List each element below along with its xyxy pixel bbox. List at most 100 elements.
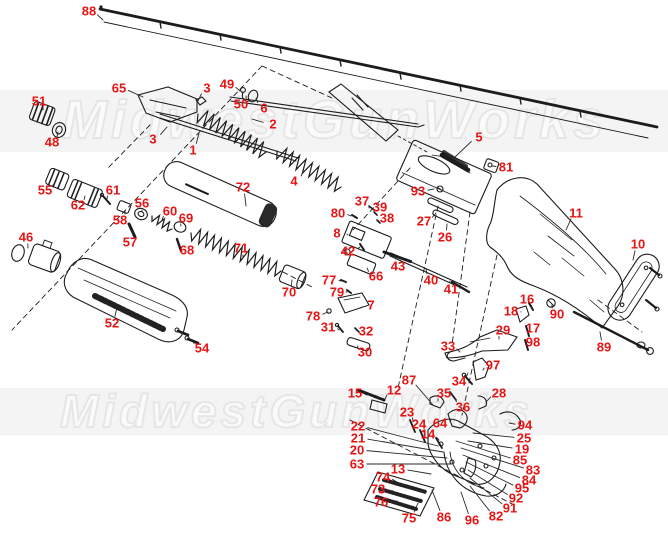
- leader-line-30: [356, 345, 359, 348]
- leader-line-4: [300, 171, 304, 177]
- leader-line-6: [255, 97, 259, 103]
- leader-line-80: [347, 214, 352, 217]
- leader-line-94: [508, 422, 516, 425]
- leader-line-81: [491, 165, 497, 167]
- trigger-guard-assembly: [356, 388, 522, 497]
- leader-line-3: [196, 93, 202, 104]
- leader-line-12: [384, 394, 388, 400]
- coil-springs: [151, 110, 342, 278]
- leader-line-22: [367, 427, 439, 447]
- leader-line-8: [346, 233, 349, 236]
- link-40-41: [389, 252, 471, 294]
- leader-line-88: [96, 14, 104, 21]
- leader-line-83: [460, 447, 524, 469]
- screw-61: [99, 192, 111, 205]
- leader-line-48: [56, 131, 59, 137]
- leader-line-73: [387, 489, 394, 492]
- leader-line-95: [465, 461, 514, 486]
- pin-68: [175, 237, 183, 253]
- leader-line-2: [251, 118, 264, 123]
- ring-48: [51, 122, 67, 138]
- leader-line-25: [472, 432, 515, 438]
- leader-line-86: [431, 489, 441, 512]
- rib-extension-5: [439, 152, 471, 174]
- ring-56: [134, 207, 148, 221]
- leader-line-11: [565, 218, 572, 231]
- leader-line-3: [160, 126, 168, 135]
- leader-line-62: [83, 195, 86, 200]
- watermark-band-bottom: MidwestGunWorks: [0, 388, 668, 435]
- pin-57: [127, 222, 137, 239]
- leader-line-76: [390, 500, 398, 503]
- latch-parts-16-17-18-98: [515, 302, 534, 351]
- leader-line-85: [455, 440, 511, 459]
- follower-70: [278, 264, 307, 290]
- leader-line-1: [195, 132, 200, 144]
- operating-handle-7: [326, 279, 371, 352]
- hook-33: [446, 351, 466, 362]
- buttstock-11: [486, 177, 624, 329]
- ring-69: [173, 221, 187, 233]
- leader-line-20: [366, 450, 448, 459]
- bracket-97: [472, 357, 490, 381]
- screw-90: [546, 298, 556, 308]
- carrier-29: [444, 329, 518, 359]
- slide-piece-66: [346, 253, 377, 275]
- leader-line-28: [485, 396, 492, 403]
- friction-piece-62: [66, 179, 103, 208]
- leader-line-93: [427, 188, 435, 191]
- spring-60: [151, 213, 173, 233]
- magazine-tube: [163, 161, 278, 228]
- leader-line-97: [482, 367, 485, 371]
- friction-cap-55: [45, 167, 70, 191]
- friction-ring-46: [11, 239, 62, 273]
- leader-line-60: [161, 215, 164, 221]
- leader-line-34: [466, 372, 469, 377]
- leader-line-70: [290, 279, 293, 286]
- leader-line-96: [460, 491, 469, 514]
- leader-line-82: [469, 485, 490, 512]
- leader-line-13: [407, 469, 432, 475]
- recoil-spring: [196, 110, 267, 159]
- leader-line-52: [114, 306, 118, 317]
- bushing-58: [116, 200, 132, 214]
- leader-line-65: [127, 90, 144, 98]
- leader-line-75: [413, 502, 419, 513]
- leader-line-68: [178, 244, 181, 247]
- leader-line-31: [337, 328, 340, 331]
- leader-line-87: [415, 384, 434, 406]
- leader-line-5: [454, 141, 472, 158]
- magazine-cap-51: [28, 101, 56, 126]
- leader-line-91: [469, 477, 503, 505]
- leader-line-64: [449, 419, 452, 422]
- butt-plate-10: [607, 253, 663, 321]
- leader-line-78: [322, 311, 329, 315]
- screw-93: [436, 185, 444, 193]
- leader-line-27: [431, 212, 437, 218]
- leader-line-15: [364, 393, 368, 396]
- leader-line-10: [632, 250, 636, 261]
- stock-bolt-89: [572, 310, 654, 355]
- forearm-screws-54: [174, 327, 200, 345]
- leader-line-49: [235, 86, 241, 92]
- leader-line-72: [244, 193, 247, 207]
- forearm-52: [63, 257, 188, 343]
- pins-26-27: [427, 197, 459, 226]
- leader-line-66: [366, 267, 369, 272]
- leader-line-55: [52, 180, 57, 187]
- trigger-plate-75: [363, 471, 435, 517]
- breech-bolt-assembly-top: [137, 86, 425, 162]
- screw-34: [461, 372, 473, 385]
- safety-81: [483, 158, 500, 174]
- leader-line-19: [467, 440, 513, 449]
- leader-line-40: [425, 268, 428, 275]
- magazine-spring-71: [190, 227, 282, 278]
- leader-line-89: [599, 331, 602, 341]
- leader-line-84: [462, 454, 521, 478]
- leader-line-36: [454, 397, 457, 403]
- leader-line-21: [367, 438, 444, 453]
- leader-line-92: [467, 469, 508, 495]
- assembly-axis-lines: [11, 65, 643, 507]
